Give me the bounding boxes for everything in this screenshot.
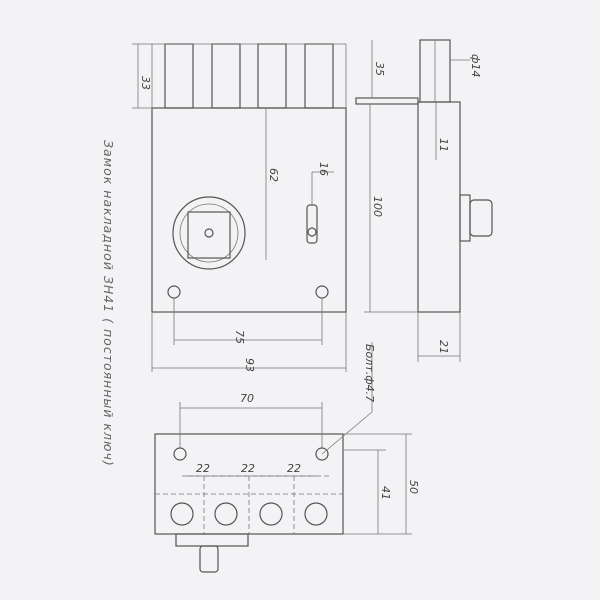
dim-22-1: 22 [196,462,210,475]
dim-33: 33 [139,76,152,90]
dim-62: 62 [267,168,280,182]
dim-41: 41 [379,486,392,500]
dim-75: 75 [233,330,246,344]
dim-11: 11 [437,138,450,152]
bottom-view: 70 22 22 22 Болт.ф4.7 41 50 [154,342,420,573]
dim-diameter-14: ф14 [469,54,482,77]
dim-93: 93 [243,358,256,372]
dim-50: 50 [407,480,420,494]
key-pins-front [151,43,347,109]
bolt-note: Болт.ф4.7 [363,344,376,402]
knob-bottom [199,545,219,573]
dim-22-3: 22 [287,462,301,475]
dim-100: 100 [371,196,384,217]
lock-body-side [417,101,461,313]
dim-21: 21 [437,340,450,354]
dim-16: 16 [317,162,330,176]
dim-35: 35 [373,62,386,76]
latch-slot [306,204,318,244]
mount-hole-right [315,285,329,299]
key-pins-bottom [170,476,328,534]
dim-70: 70 [240,392,254,405]
keyhole-rosette [172,196,246,270]
drawing-title: Замок накладной ЗН41 ( постоянный ключ) [101,140,116,467]
front-view: 33 62 16 75 93 [132,43,347,372]
side-view: 35 ф14 11 100 21 [355,39,493,362]
knob-base [175,533,249,547]
dim-22-2: 22 [241,462,255,475]
knob-side [459,194,493,242]
lock-body-front [151,107,347,313]
mount-hole-left [167,285,181,299]
